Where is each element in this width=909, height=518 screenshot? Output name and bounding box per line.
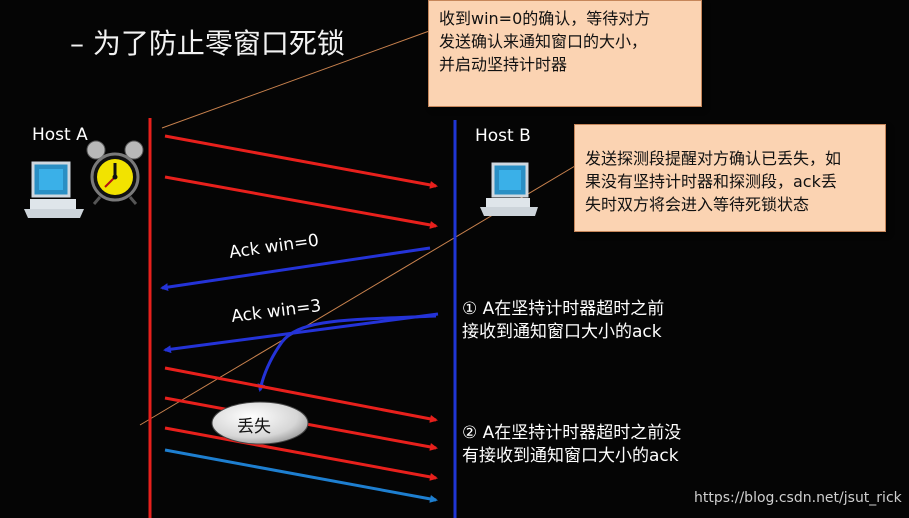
ack-win0-arrow xyxy=(162,248,430,288)
callout-line: 果没有坚持计时器和探测段，ack丢 xyxy=(585,170,875,193)
callout-line: 发送探测段提醒对方确认已丢失，如 xyxy=(585,147,875,170)
alarm-clock-icon xyxy=(87,141,143,204)
case-2-note: ② A在坚持计时器超时之前没 有接收到通知窗口大小的ack xyxy=(462,422,681,468)
note-line: ① A在坚持计时器超时之前 xyxy=(462,298,664,321)
callout-line: 收到win=0的确认，等待对方 xyxy=(439,7,691,30)
lost-label: 丢失 xyxy=(237,412,271,437)
callout-line: 并启动坚持计时器 xyxy=(439,53,691,76)
note-line: ② A在坚持计时器超时之前没 xyxy=(462,422,681,445)
note-line: 有接收到通知窗口大小的ack xyxy=(462,445,681,468)
callout-line: 失时双方将会进入等待死锁状态 xyxy=(585,193,875,216)
host-a-label: Host A xyxy=(32,125,88,145)
ack-win3-label: Ack win=3 xyxy=(230,296,322,327)
ack-win0-label: Ack win=0 xyxy=(228,231,320,263)
note-line: 接收到通知窗口大小的ack xyxy=(462,321,664,344)
case-1-note: ① A在坚持计时器超时之前 接收到通知窗口大小的ack xyxy=(462,298,664,344)
ack-win3-arrow xyxy=(165,314,438,350)
persist-timer-callout: 收到win=0的确认，等待对方 发送确认来通知窗口的大小， 并启动坚持计时器 xyxy=(428,0,702,107)
segment-arrow-2 xyxy=(165,177,436,226)
computer-icon xyxy=(480,164,538,216)
host-b-label: Host B xyxy=(475,126,531,146)
callout-top-leader xyxy=(162,30,432,128)
watermark: https://blog.csdn.net/jsut_rick xyxy=(694,490,902,506)
segment-arrow-1 xyxy=(165,136,436,186)
computer-icon xyxy=(24,163,84,218)
probe-segment-callout: 发送探测段提醒对方确认已丢失，如 果没有坚持计时器和探测段，ack丢 失时双方将… xyxy=(574,124,886,232)
segment-arrow-5 xyxy=(165,428,436,478)
probe-arrow xyxy=(165,450,436,500)
callout-line: 发送确认来通知窗口的大小， xyxy=(439,30,691,53)
